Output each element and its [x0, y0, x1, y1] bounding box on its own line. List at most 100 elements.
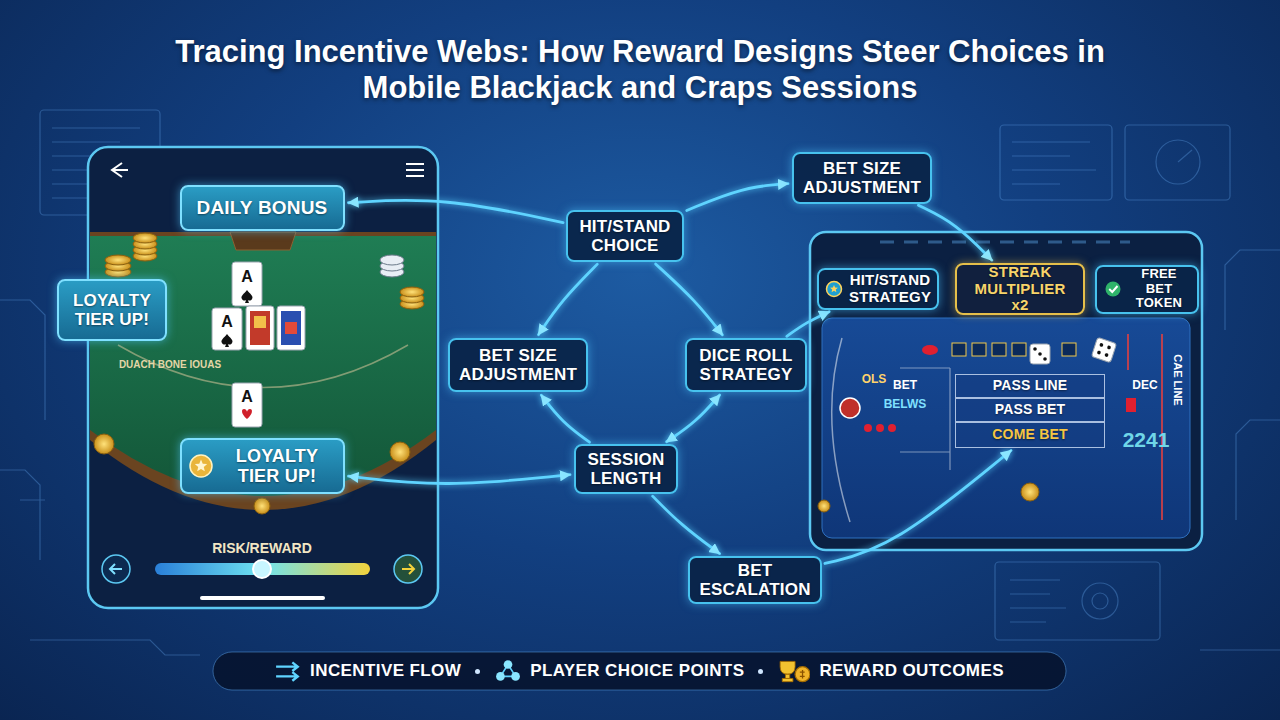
craps-table-part-part	[1104, 353, 1109, 358]
phone-frame-part	[112, 163, 128, 177]
loyalty-box: LOYALTY TIER UP!	[180, 438, 345, 494]
diagram-title: Tracing Incentive Webs: How Reward Desig…	[170, 34, 1110, 106]
craps-table-part	[888, 424, 896, 432]
node-text: DICE ROLL STRATEGY	[694, 346, 798, 384]
craps-table-part	[832, 338, 850, 522]
connector	[653, 496, 720, 553]
risk-slider	[102, 555, 422, 600]
flow-icon	[276, 662, 298, 680]
chip-stacks-part	[390, 442, 410, 462]
node-text: PASS LINE	[993, 378, 1068, 394]
circuit-decoration	[0, 110, 1280, 655]
check-icon-disc	[1106, 282, 1121, 297]
choice-icon-dot	[504, 660, 513, 669]
craps-table-part	[952, 343, 966, 356]
connector	[667, 395, 720, 442]
craps-table-part	[1062, 343, 1076, 356]
risk-slider-part	[110, 564, 122, 574]
tablet-frame-part	[880, 241, 1130, 244]
circuit-decoration-part	[1000, 125, 1112, 200]
node-text: HIT/STAND CHOICE	[575, 217, 675, 255]
craps-table-part	[864, 424, 872, 432]
craps-table-part	[1038, 352, 1042, 356]
chip-stacks-part	[94, 434, 114, 454]
node-text: PASS BET	[995, 402, 1066, 418]
choice-box: HIT/STAND CHOICE	[566, 210, 684, 262]
connector	[538, 264, 597, 335]
blackjack-table-part	[118, 345, 408, 388]
choice-box: DICE ROLL STRATEGY	[685, 338, 807, 392]
reward-badge: FREE BET TOKEN	[1095, 265, 1199, 314]
craps-table-part	[922, 345, 938, 355]
coin-icon	[825, 280, 843, 298]
coin-icon	[795, 667, 810, 682]
risk-slider-part	[200, 596, 325, 600]
node-text: SESSION LENGTH	[583, 450, 669, 488]
craps-table-part	[822, 318, 1190, 538]
table-print: DEC	[1132, 379, 1157, 392]
connector	[787, 312, 829, 337]
check-icon	[1104, 280, 1122, 298]
star-icon-disc	[190, 455, 212, 477]
craps-table-part-part	[1099, 343, 1104, 348]
risk-slider-part	[102, 555, 130, 583]
craps-table-part	[992, 343, 1006, 356]
circuit-decoration-part	[1092, 593, 1108, 609]
table-print: CAE LINE	[1172, 354, 1184, 405]
circuit-decoration-part	[1010, 580, 1066, 622]
circuit-decoration-part	[1156, 140, 1200, 184]
trophy-icon	[781, 661, 796, 681]
circuit-decoration-part	[1125, 125, 1230, 200]
playing-cards-part	[232, 383, 262, 427]
chip-stacks-part	[133, 233, 157, 243]
choice-legend-icon	[495, 658, 521, 684]
table-print: OLS	[862, 373, 887, 386]
craps-table	[818, 318, 1190, 538]
craps-table-part-part	[1107, 345, 1112, 350]
risk-slider-part	[394, 555, 422, 583]
chip-stacks-part	[380, 255, 404, 265]
craps-table-part	[972, 343, 986, 356]
chip-stacks-part	[105, 255, 131, 265]
playing-cards-part	[285, 322, 297, 334]
craps-table-part	[1128, 334, 1162, 520]
choice-icon-dot	[511, 672, 520, 681]
card-rank: A	[221, 313, 233, 331]
blackjack-table-part	[230, 232, 296, 250]
loyalty-box: LOYALTY TIER UP!	[57, 279, 167, 341]
flow-legend-icon	[275, 658, 301, 684]
playing-cards-part	[221, 334, 232, 347]
node-text: BET ESCALATION	[697, 561, 813, 599]
legend-bar	[213, 652, 1066, 690]
choice-box: BET ESCALATION	[688, 556, 822, 604]
phone-frame-part	[406, 164, 424, 176]
connectors	[348, 184, 1011, 564]
node-text: BET SIZE ADJUSTMENT	[801, 159, 923, 197]
playing-cards-part	[241, 290, 252, 303]
reward-badge: HIT/STAND STRATEGY	[817, 268, 939, 310]
blackjack-table-part	[90, 232, 436, 510]
connector	[825, 451, 1011, 564]
blackjack-table-part	[90, 236, 436, 496]
coin-icon-sign	[800, 670, 805, 679]
connector	[541, 395, 589, 442]
legend-bar-part	[213, 652, 1066, 690]
playing-cards	[212, 262, 305, 427]
craps-table-part	[1012, 343, 1026, 356]
legend-text: PLAYER CHOICE POINTS	[530, 661, 744, 681]
circuit-decoration-part	[1178, 150, 1192, 162]
legend-item: INCENTIVE FLOW	[275, 658, 461, 684]
table-print: BELWS	[884, 398, 927, 411]
table-print: DUACH BONE IOUAS	[119, 359, 221, 370]
choice-box: SESSION LENGTH	[574, 444, 678, 494]
choice-box: BET SIZE ADJUSTMENT	[792, 152, 932, 204]
table-print: 2241	[1123, 428, 1170, 451]
craps-table-part	[1043, 357, 1047, 361]
circuit-decoration-part	[995, 562, 1160, 640]
playing-cards-part	[242, 409, 252, 419]
craps-table-part	[876, 424, 884, 432]
star-icon-star	[194, 460, 206, 472]
blackjack-table	[90, 232, 436, 510]
card-rank: A	[241, 268, 253, 286]
